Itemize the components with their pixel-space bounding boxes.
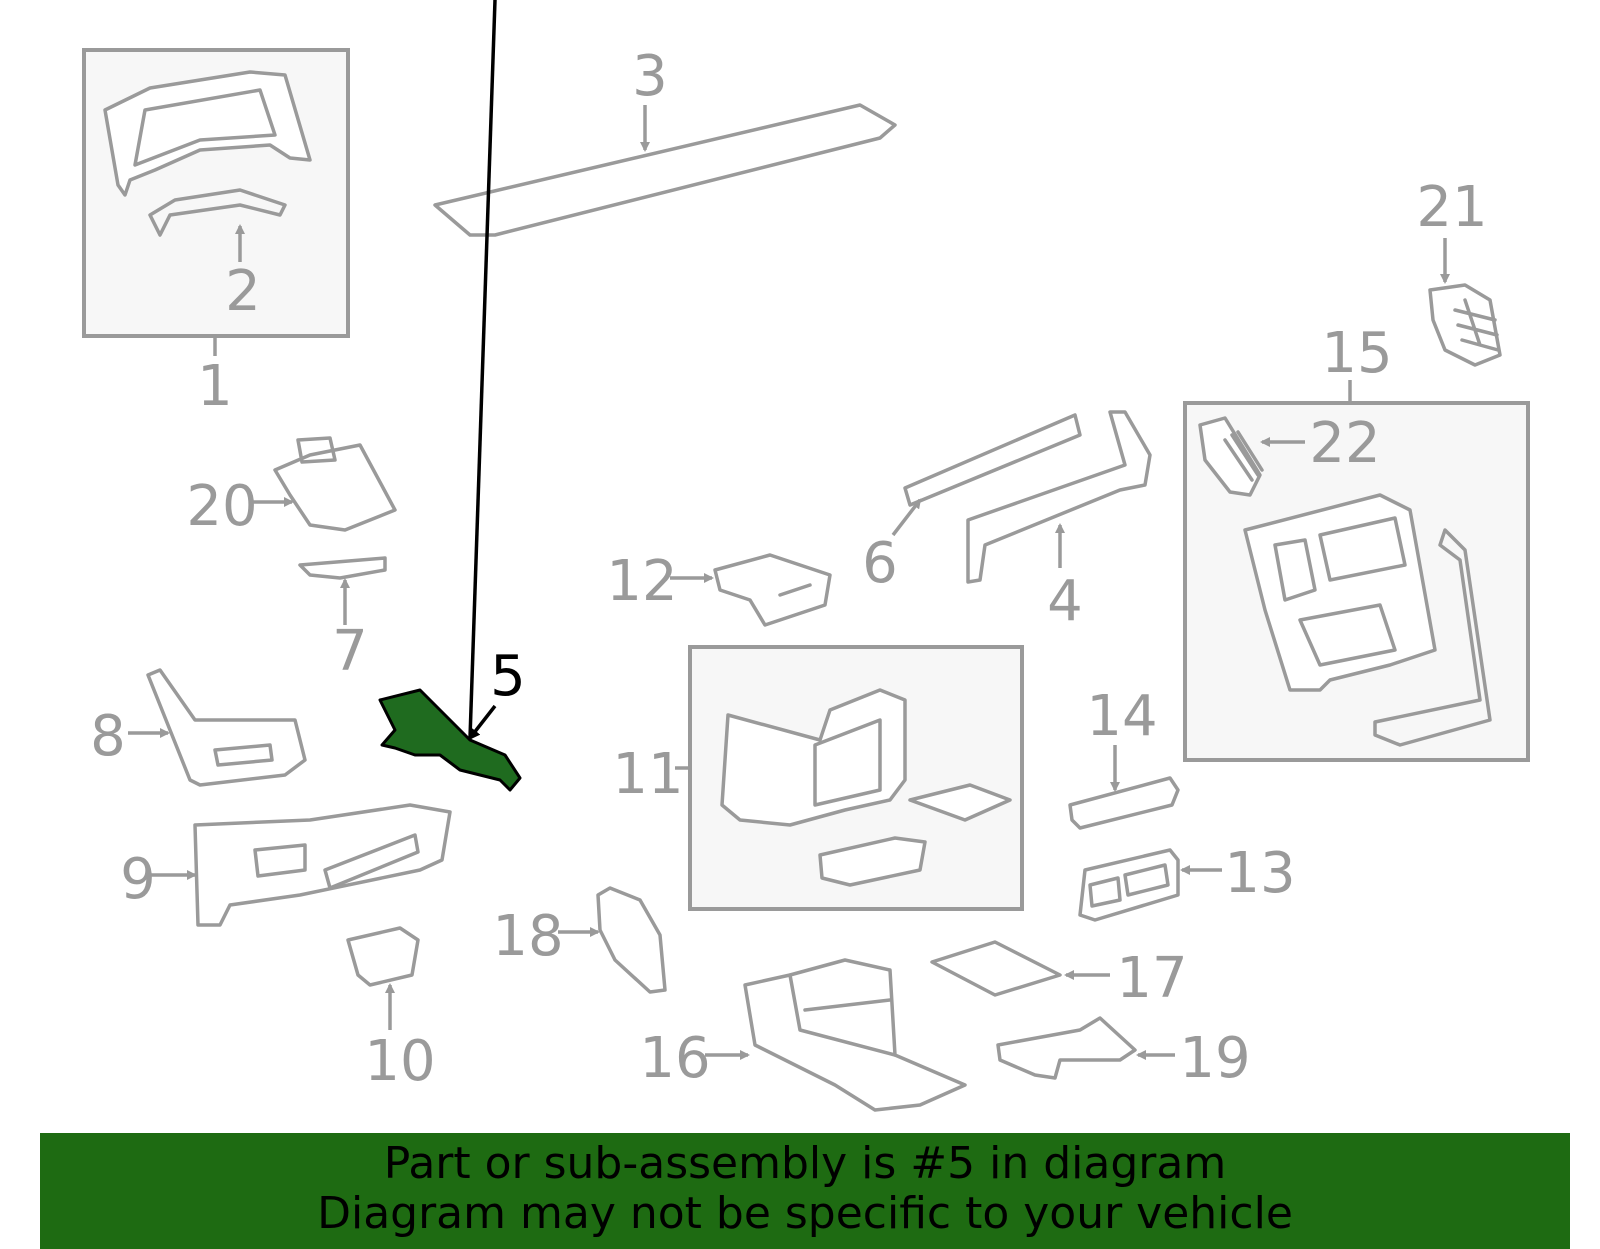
- callout-14[interactable]: 14: [1086, 684, 1157, 749]
- callout-2[interactable]: 2: [225, 259, 261, 324]
- part-group-10: 10: [346, 926, 436, 1094]
- info-banner: Part or sub-assembly is #5 in diagram Di…: [40, 1133, 1570, 1249]
- callout-16[interactable]: 16: [639, 1026, 710, 1091]
- part-18-side-panel[interactable]: [596, 886, 667, 994]
- part-group-18: 18: [492, 886, 667, 994]
- part-group-21: 21: [1416, 175, 1502, 367]
- part-group-17: 17: [930, 940, 1188, 1011]
- part-17-mat[interactable]: [930, 940, 1062, 997]
- part-group-19: 19: [996, 1016, 1251, 1091]
- part-group-3: 3: [433, 44, 897, 237]
- callout-3[interactable]: 3: [632, 44, 668, 109]
- parts-diagram: 1 2 3 21 15 22 6 4: [82, 0, 1530, 1112]
- part-group-1: 1 2: [82, 48, 350, 419]
- part-14-trim[interactable]: [1068, 776, 1180, 830]
- callout-13[interactable]: 13: [1224, 841, 1295, 906]
- callout-21[interactable]: 21: [1416, 175, 1487, 240]
- part-4-trim[interactable]: [966, 410, 1152, 584]
- part-9-lower-cover[interactable]: [193, 803, 452, 927]
- part-3-dash-strip[interactable]: [433, 103, 897, 237]
- callout-5[interactable]: 5: [490, 644, 526, 709]
- part-group-12: 12: [606, 549, 832, 627]
- part-group-20-7: 20 7: [186, 436, 397, 684]
- callout-22[interactable]: 22: [1309, 411, 1380, 476]
- banner-line-1: Part or sub-assembly is #5 in diagram: [383, 1138, 1227, 1189]
- callout-1[interactable]: 1: [197, 354, 233, 419]
- callout-7[interactable]: 7: [332, 619, 368, 684]
- part-group-14-13: 14 13: [1068, 684, 1296, 922]
- part-group-16: 16: [639, 958, 967, 1112]
- part-group-9: 9: [120, 803, 452, 927]
- callout-4[interactable]: 4: [1047, 569, 1083, 634]
- callout-9[interactable]: 9: [120, 847, 156, 912]
- part-1-cluster-bezel[interactable]: [103, 70, 312, 197]
- part-22-vent[interactable]: [1198, 416, 1262, 497]
- part-12-pocket[interactable]: [713, 553, 832, 627]
- callout-6[interactable]: 6: [862, 531, 898, 596]
- callout-8[interactable]: 8: [90, 704, 126, 769]
- part-6-trim[interactable]: [903, 413, 1082, 507]
- callout-18[interactable]: 18: [492, 904, 563, 969]
- part-19-bracket[interactable]: [996, 1016, 1137, 1080]
- callout-10[interactable]: 10: [364, 1029, 435, 1094]
- part-group-6-4: 6 4: [862, 410, 1152, 634]
- part-group-11: 11: [612, 645, 1024, 911]
- banner-line-2: Diagram may not be specific to your vehi…: [317, 1188, 1293, 1239]
- callout-17[interactable]: 17: [1116, 946, 1187, 1011]
- callout-12[interactable]: 12: [606, 549, 677, 614]
- part-group-8: 8: [90, 668, 307, 787]
- part-16-console-base[interactable]: [743, 958, 967, 1112]
- part-group-5: 5: [378, 0, 526, 792]
- part-7-bracket[interactable]: [298, 556, 387, 580]
- part-8-lower-panel[interactable]: [146, 668, 307, 787]
- part-15-side-trim[interactable]: [1373, 528, 1492, 747]
- part-group-15: 15 22: [1183, 321, 1530, 762]
- callout-11[interactable]: 11: [612, 742, 683, 807]
- callout-19[interactable]: 19: [1179, 1026, 1250, 1091]
- part-10-bracket[interactable]: [346, 926, 420, 987]
- part-5-highlighted[interactable]: [378, 688, 522, 792]
- callout-20[interactable]: 20: [186, 474, 257, 539]
- callout-15[interactable]: 15: [1321, 321, 1392, 386]
